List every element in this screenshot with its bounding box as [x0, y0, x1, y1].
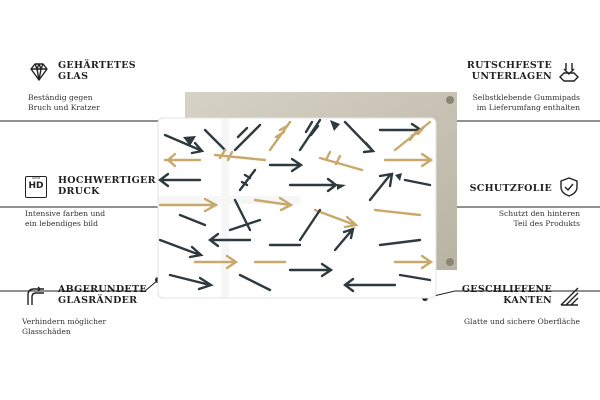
- feature-ground-edges: GESCHLIFFENE KANTEN: [392, 284, 552, 306]
- feature-title: ABGERUNDETE GLASRÄNDER: [58, 284, 147, 306]
- feature-protective-film-desc: Schutzt den hinteren Teil des Produkts: [420, 203, 580, 229]
- feature-title: GEHÄRTETES GLAS: [58, 60, 136, 82]
- shield-check-icon: [558, 176, 580, 198]
- feature-non-slip-pads-desc: Selbstklebende Gummipads im Lieferumfang…: [420, 87, 580, 113]
- feature-high-quality-print: HOCHWERTIGER DRUCK: [58, 175, 218, 197]
- feature-protective-film: SCHUTZFOLIE: [392, 183, 552, 194]
- feature-title: SCHUTZFOLIE: [469, 183, 552, 194]
- feature-ground-edges-desc: Glatte und sichere Oberfläche: [420, 311, 580, 327]
- back-pad: [446, 96, 454, 104]
- feature-description: Schutzt den hinteren Teil des Produkts: [498, 209, 580, 228]
- diamond-icon: [28, 61, 50, 83]
- feature-title: GESCHLIFFENE KANTEN: [461, 284, 552, 306]
- feature-title: HOCHWERTIGER DRUCK: [58, 175, 156, 197]
- rounded-corner-icon: [24, 285, 46, 307]
- feature-description: Intensive farben und ein lebendiges bild: [25, 209, 106, 228]
- ultra-hd-icon: ultra HD: [25, 176, 47, 198]
- feature-rounded-edges-desc: Verhindern möglicher Glasschäden: [22, 311, 182, 337]
- feature-description: Beständig gegen Bruch und Kratzer: [28, 93, 100, 112]
- ground-edge-icon: [558, 285, 580, 307]
- feature-rounded-edges: ABGERUNDETE GLASRÄNDER: [58, 284, 218, 306]
- pad-icon: [558, 61, 580, 83]
- feature-description: Selbstklebende Gummipads im Lieferumfang…: [472, 93, 580, 112]
- feature-title: RUTSCHFESTE UNTERLAGEN: [466, 60, 552, 82]
- feature-high-quality-print-desc: Intensive farben und ein lebendiges bild: [25, 203, 185, 229]
- feature-tempered-glass: GEHÄRTETES GLAS: [58, 60, 218, 82]
- feature-tempered-glass-desc: Beständig gegen Bruch und Kratzer: [28, 87, 188, 113]
- feature-non-slip-pads: RUTSCHFESTE UNTERLAGEN: [392, 60, 552, 82]
- feature-description: Glatte und sichere Oberfläche: [463, 317, 580, 326]
- feature-description: Verhindern möglicher Glasschäden: [22, 317, 107, 336]
- back-pad: [446, 258, 454, 266]
